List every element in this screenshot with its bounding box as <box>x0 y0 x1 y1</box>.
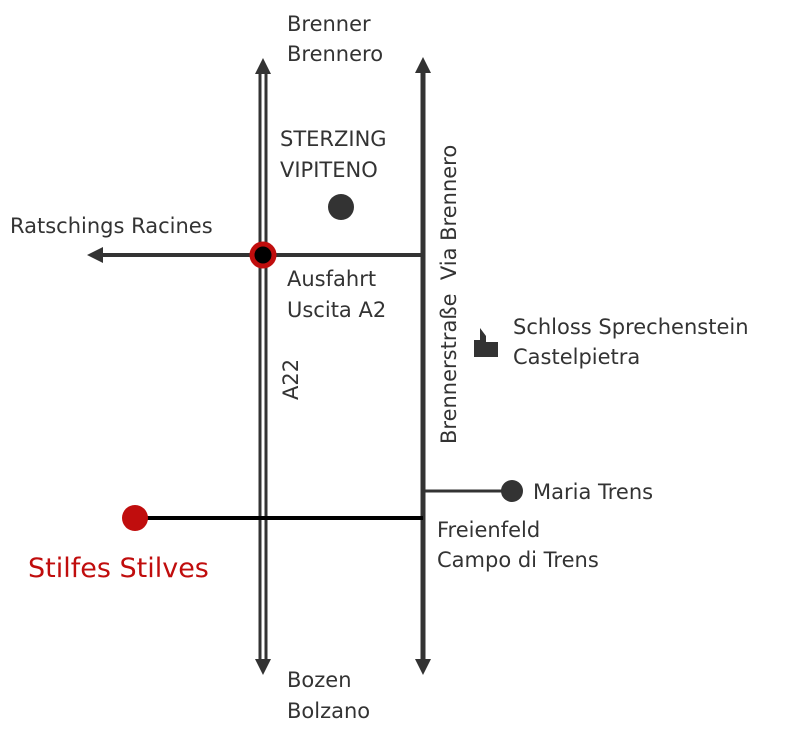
a22-motorway <box>255 58 271 675</box>
maria-trens-dot <box>501 480 523 502</box>
brennerstrasse-road <box>415 57 431 675</box>
label-castelpietra: Castelpietra <box>513 345 640 369</box>
sterzing-dot <box>328 194 354 220</box>
label-ausfahrt: Ausfahrt <box>287 267 376 291</box>
label-ratschings: Ratschings Racines <box>10 214 213 238</box>
label-schloss: Schloss Sprechenstein <box>513 315 749 339</box>
label-a22: A22 <box>279 359 303 400</box>
label-brennero: Brennero <box>287 42 383 66</box>
exit-marker-icon <box>249 241 277 269</box>
label-brennerstrasse: Brennerstraße Via Brennero <box>437 145 461 444</box>
label-campo: Campo di Trens <box>437 548 599 572</box>
label-vipiteno: VIPITENO <box>280 158 378 182</box>
label-freienfeld: Freienfeld <box>437 518 540 542</box>
label-stilfes: Stilfes Stilves <box>28 553 209 584</box>
arrow-down-icon <box>255 659 271 675</box>
label-maria-trens: Maria Trens <box>533 480 653 504</box>
label-bozen: Bozen <box>287 668 352 692</box>
arrow-up-icon <box>255 58 271 74</box>
label-sterzing: STERZING <box>280 127 387 151</box>
arrow-up-icon <box>415 57 431 73</box>
arrow-down-icon <box>415 659 431 675</box>
label-brenner: Brenner <box>287 12 371 36</box>
arrow-left-icon <box>87 247 103 263</box>
castle-icon <box>474 328 498 357</box>
label-bolzano: Bolzano <box>287 699 370 723</box>
stilfes-location-dot <box>122 505 148 531</box>
label-uscita: Uscita A2 <box>287 298 386 322</box>
